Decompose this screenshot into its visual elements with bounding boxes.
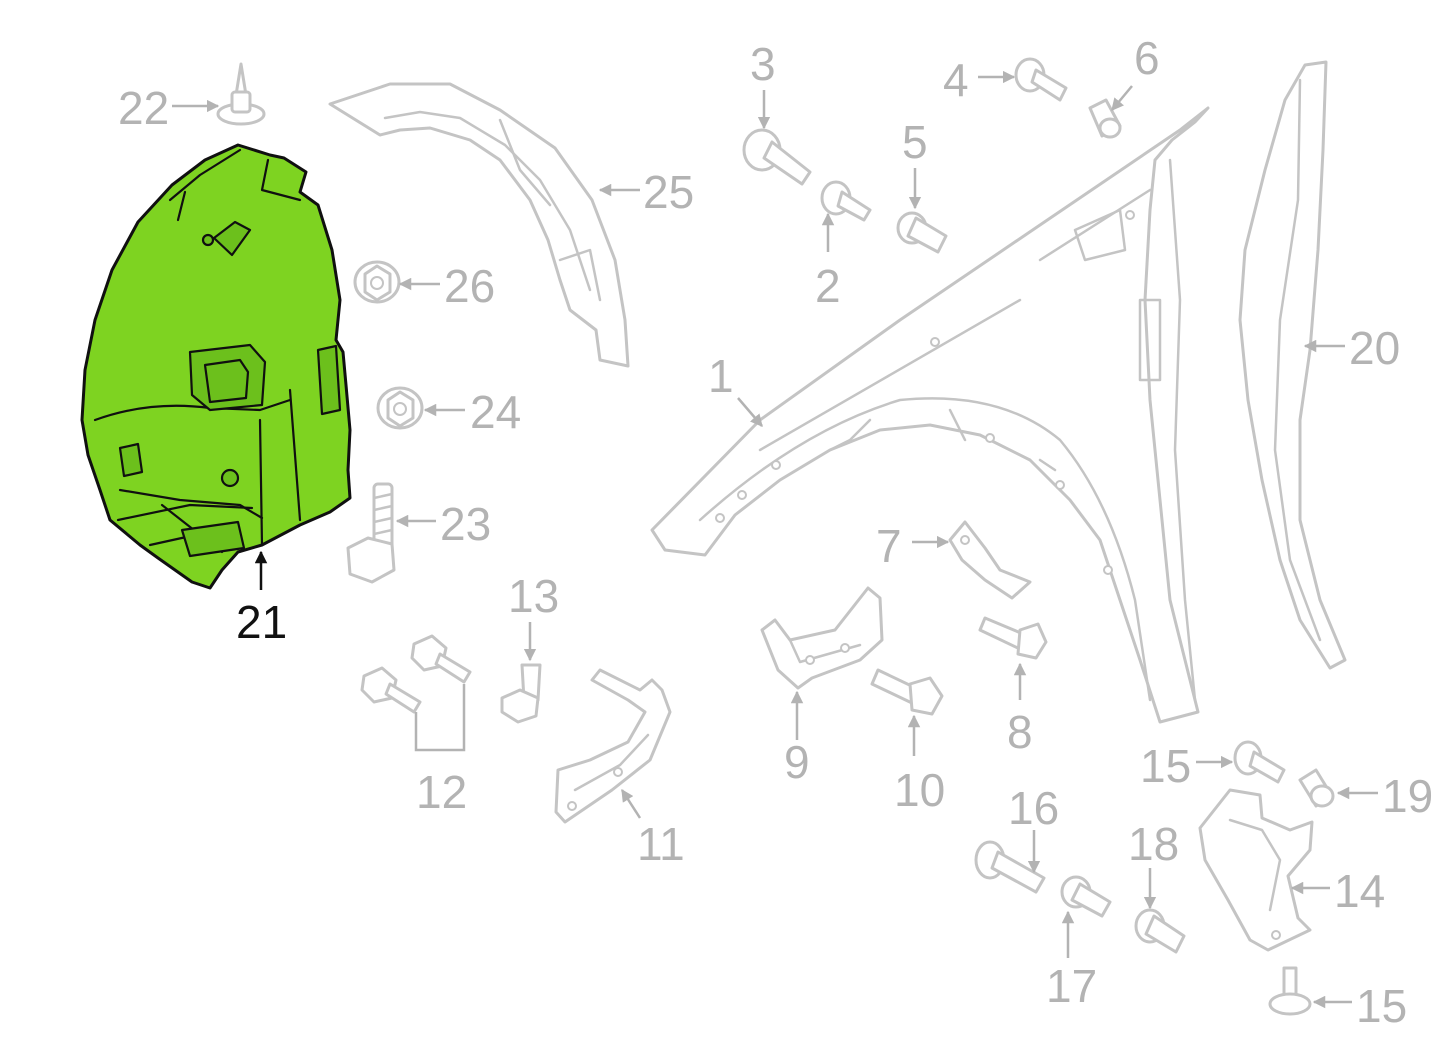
callout-17: 17 <box>1046 960 1097 1012</box>
callout-14: 14 <box>1334 865 1385 917</box>
part-6-spacer[interactable] <box>1088 98 1122 139</box>
callout-12: 12 <box>416 766 467 818</box>
callout-23: 23 <box>440 498 491 550</box>
callout-15-upper: 15 <box>1140 740 1191 792</box>
callout-19: 19 <box>1382 770 1433 822</box>
part-23-bolt[interactable] <box>346 482 396 584</box>
callout-6: 6 <box>1134 32 1160 84</box>
part-13-screw[interactable] <box>500 663 542 724</box>
callout-9: 9 <box>784 736 810 788</box>
callout-4: 4 <box>943 54 969 106</box>
callout-8: 8 <box>1007 706 1033 758</box>
part-8-bolt[interactable] <box>978 616 1048 660</box>
part-4-bolt[interactable] <box>1014 57 1068 102</box>
part-5-stud[interactable] <box>896 211 948 254</box>
part-15-bolt-upper[interactable] <box>1233 740 1286 784</box>
part-19-spacer[interactable] <box>1298 768 1335 808</box>
part-11-bracket[interactable] <box>554 668 672 824</box>
part-9-bracket[interactable] <box>760 586 884 690</box>
part-21-fender-liner[interactable] <box>80 143 352 590</box>
part-20-seal[interactable] <box>1238 60 1347 670</box>
callout-26: 26 <box>444 260 495 312</box>
callout-25: 25 <box>643 166 694 218</box>
callout-21: 21 <box>236 596 287 648</box>
callout-3: 3 <box>750 38 776 90</box>
part-25-splash-shield[interactable] <box>328 82 630 368</box>
callout-18: 18 <box>1128 818 1179 870</box>
part-14-bracket[interactable] <box>1198 788 1314 952</box>
callout-13: 13 <box>508 570 559 622</box>
callout-11: 11 <box>637 818 685 870</box>
callout-24: 24 <box>470 386 521 438</box>
callout-2: 2 <box>815 260 841 312</box>
part-10-bolt[interactable] <box>870 668 944 716</box>
callout-10: 10 <box>894 764 945 816</box>
part-18-stud[interactable] <box>1134 908 1186 954</box>
part-26-nut[interactable] <box>353 260 401 304</box>
callout-15-lower: 15 <box>1356 980 1407 1032</box>
part-7-bracket[interactable] <box>948 520 1032 600</box>
callout-1: 1 <box>708 350 734 402</box>
part-17-stud[interactable] <box>1060 875 1112 918</box>
part-2-bolt[interactable] <box>820 180 872 222</box>
part-1-front-fender[interactable] <box>650 106 1210 724</box>
callout-22: 22 <box>118 82 169 134</box>
callout-16: 16 <box>1008 782 1059 834</box>
callout-5: 5 <box>902 116 928 168</box>
part-12-bolts[interactable] <box>360 634 472 714</box>
part-24-nut[interactable] <box>376 386 424 430</box>
callout-20: 20 <box>1349 322 1400 374</box>
part-22-push-pin[interactable] <box>216 62 266 126</box>
part-15-screw-lower[interactable] <box>1268 966 1312 1016</box>
part-3-bolt[interactable] <box>742 128 812 186</box>
callout-7: 7 <box>876 520 902 572</box>
